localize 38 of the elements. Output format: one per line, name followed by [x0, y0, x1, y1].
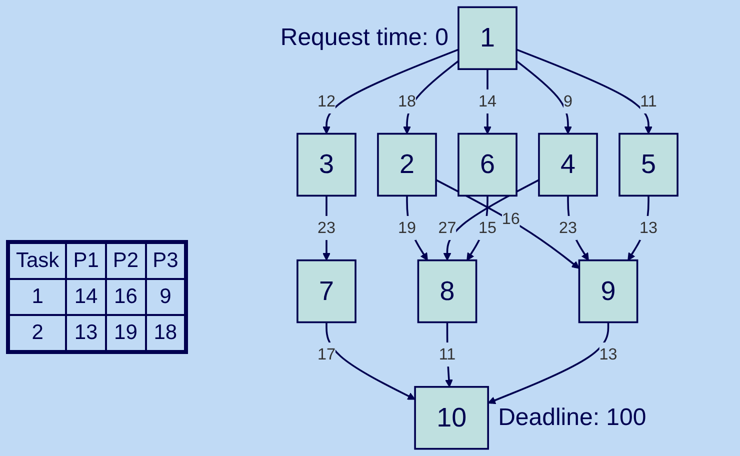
edge-label: 27	[438, 218, 456, 237]
header-cell: P2	[106, 242, 146, 279]
node-caption: Request time: 0	[280, 24, 448, 52]
table-cell: 16	[106, 279, 146, 315]
edge-label: 23	[559, 218, 577, 237]
arrow	[488, 322, 610, 404]
node-box	[618, 132, 678, 197]
edge-label: 11	[640, 92, 657, 110]
header-cell: Task	[8, 242, 66, 279]
edge-label: 13	[640, 218, 658, 237]
node-box	[458, 6, 518, 70]
node-box	[414, 386, 489, 450]
node-box	[578, 259, 638, 324]
edge-label: 13	[599, 345, 618, 364]
edge-label: 18	[398, 92, 416, 110]
edge-label: 15	[478, 218, 496, 237]
node-caption: Deadline: 100	[498, 404, 646, 432]
arrow	[516, 48, 652, 134]
edge-label: 12	[317, 92, 336, 110]
arrow	[436, 179, 580, 269]
edge-label: 23	[317, 218, 336, 237]
node-box	[377, 132, 437, 197]
edge-label: 16	[502, 210, 520, 228]
edge-label: 9	[564, 92, 572, 110]
edge-label: 19	[398, 218, 416, 237]
table-cell: 14	[66, 279, 106, 315]
node-box	[458, 132, 518, 197]
edge-label: 14	[478, 92, 496, 110]
arrow	[516, 60, 572, 134]
edge-label: 11	[438, 345, 456, 364]
node-box	[417, 259, 478, 324]
node-box	[296, 132, 356, 197]
edge-label: 17	[317, 345, 336, 364]
arrow	[326, 322, 416, 400]
node-box	[538, 132, 598, 197]
node-box	[296, 259, 356, 324]
header-cell: P1	[66, 242, 106, 279]
table-cell: 1	[8, 279, 66, 315]
